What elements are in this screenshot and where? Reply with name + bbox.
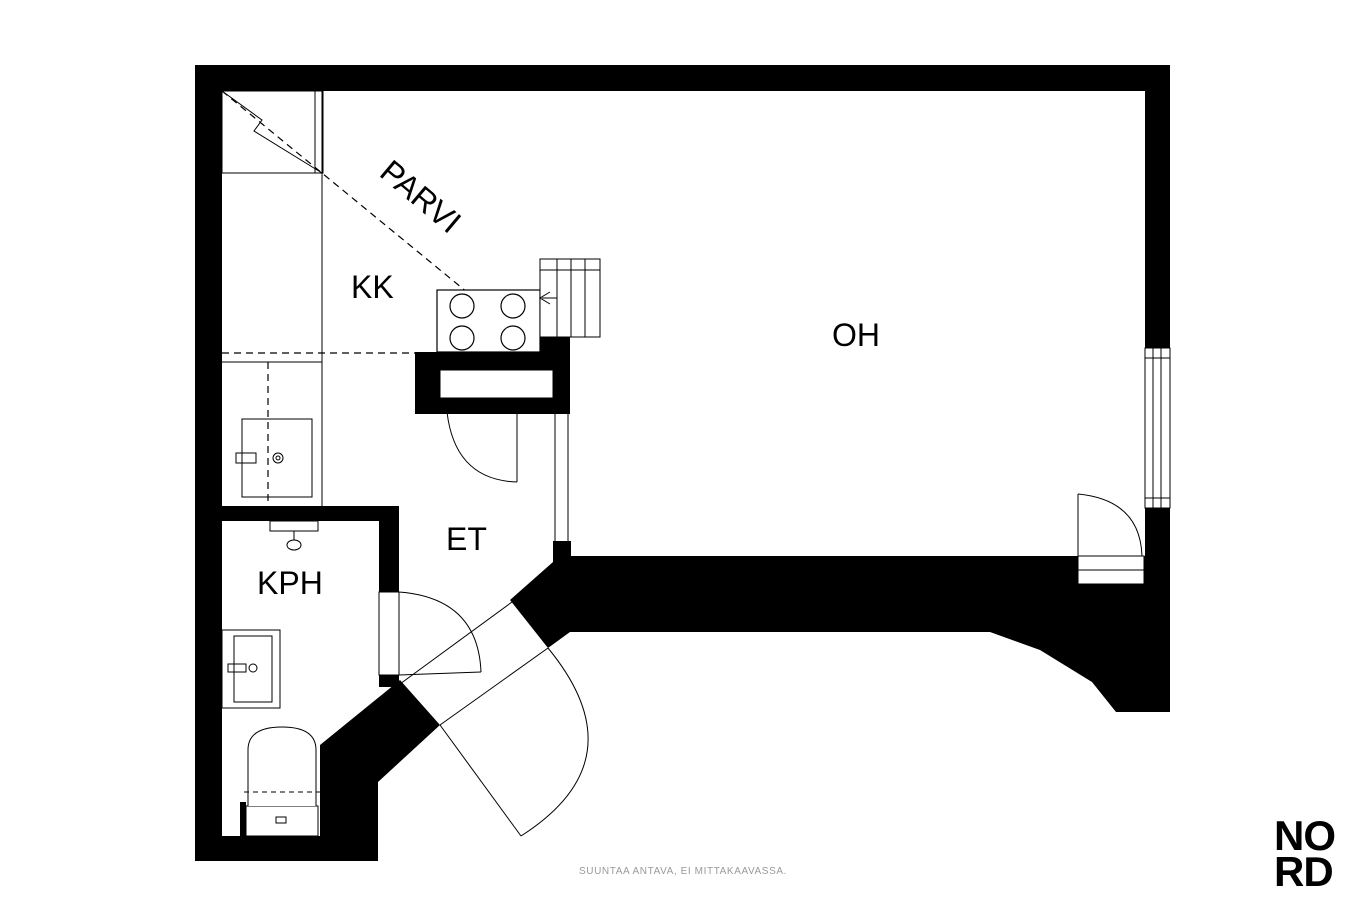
wall-right-lower [1145, 508, 1170, 712]
wall-bathroom-top [222, 506, 399, 521]
room-label-kph: KPH [257, 565, 323, 601]
nord-logo: NO RD [1274, 812, 1348, 895]
wall-bathroom-right-stub [379, 675, 399, 687]
room-label-et: ET [446, 521, 487, 557]
chimney-inner [439, 369, 554, 399]
wall-bathroom-right [379, 506, 399, 592]
wall-bathroom-diagonal [320, 680, 440, 861]
logo-line-2: RD [1274, 848, 1334, 895]
walls [195, 65, 1170, 861]
stove-icon [436, 289, 541, 353]
room-label-parvi: PARVI [374, 153, 468, 240]
wall-south [510, 556, 1145, 712]
disclaimer-text: SUUNTAA ANTAVA, EI MITTAKAAVASSA. [579, 866, 787, 877]
window-right [1144, 347, 1171, 509]
room-label-kk: KK [351, 269, 394, 305]
wall-entrance-stub [553, 541, 571, 561]
wall-left [195, 65, 222, 861]
logo-line-1: NO [1274, 812, 1336, 859]
kitchen-sink-icon [235, 418, 313, 498]
shower-icon [269, 520, 319, 551]
wall-right-upper [1145, 65, 1170, 348]
kitchen-counter [221, 90, 324, 506]
stairs-icon [539, 258, 601, 338]
balcony-door [1077, 493, 1145, 585]
closet-door [446, 401, 518, 483]
toilet-icon [240, 726, 320, 837]
opening-et-oh [554, 414, 569, 541]
wall-top [195, 65, 1170, 91]
bathroom-sink-icon [221, 629, 281, 709]
front-door [399, 601, 589, 837]
room-label-oh: OH [832, 317, 880, 353]
